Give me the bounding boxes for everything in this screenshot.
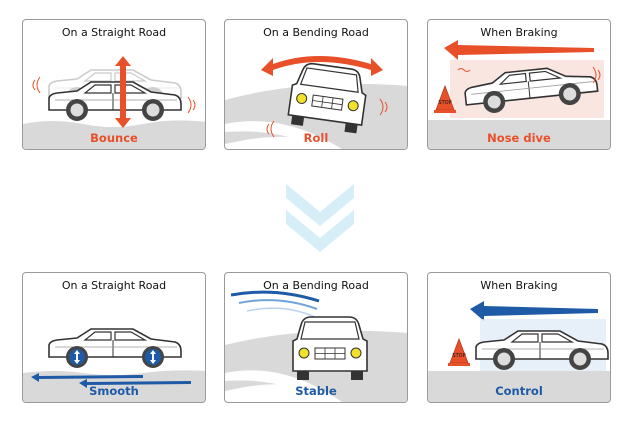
panel-title: On a Bending Road xyxy=(263,26,369,39)
control-illustration: STOP xyxy=(428,301,610,402)
panel-title: On a Straight Road xyxy=(61,279,167,292)
brake-arrow xyxy=(470,301,598,321)
panel-title: When Braking xyxy=(480,26,558,39)
stop-sign-text: STOP xyxy=(452,353,465,359)
double-chevron-down-icon xyxy=(286,184,354,252)
panel-label: Stable xyxy=(295,384,337,398)
roll-illustration xyxy=(225,56,407,149)
bounce-illustration xyxy=(23,56,205,149)
panel-label: Bounce xyxy=(90,131,138,145)
motion-arrow xyxy=(79,379,191,388)
car-front xyxy=(292,316,368,381)
roll-arrow xyxy=(261,56,383,76)
panel-braking-nosedive: STOP When Braking Nose dive xyxy=(427,19,611,150)
panel-braking-control: STOP When Braking Control xyxy=(427,272,611,403)
panel-title: On a Straight Road xyxy=(61,26,167,39)
panel-label: Control xyxy=(495,384,543,398)
car-side xyxy=(48,328,182,369)
panel-title: When Braking xyxy=(480,279,558,292)
panel-label: Nose dive xyxy=(487,131,551,145)
stop-cone: STOP xyxy=(447,338,471,367)
motion-arrow xyxy=(31,373,143,382)
brake-arrow xyxy=(444,40,594,60)
smooth-illustration xyxy=(23,328,205,402)
stop-cone: STOP xyxy=(433,85,457,114)
panel-label: Smooth xyxy=(89,384,139,398)
stable-illustration xyxy=(225,290,407,402)
panel-label: Roll xyxy=(303,131,329,145)
panel-bending-stable: On a Bending Road Stable xyxy=(224,272,408,403)
panel-straight-bounce: On a Straight Road Bounce xyxy=(22,19,206,150)
nosedive-illustration: STOP xyxy=(428,40,610,149)
panel-bending-roll: On a Bending Road Roll xyxy=(224,19,408,150)
panel-straight-smooth: On a Straight Road Smooth xyxy=(22,272,206,403)
stop-sign-text: STOP xyxy=(438,100,451,106)
panel-title: On a Bending Road xyxy=(263,279,369,292)
bounce-arrow xyxy=(115,56,131,128)
shock-absorber-icon xyxy=(69,349,161,365)
